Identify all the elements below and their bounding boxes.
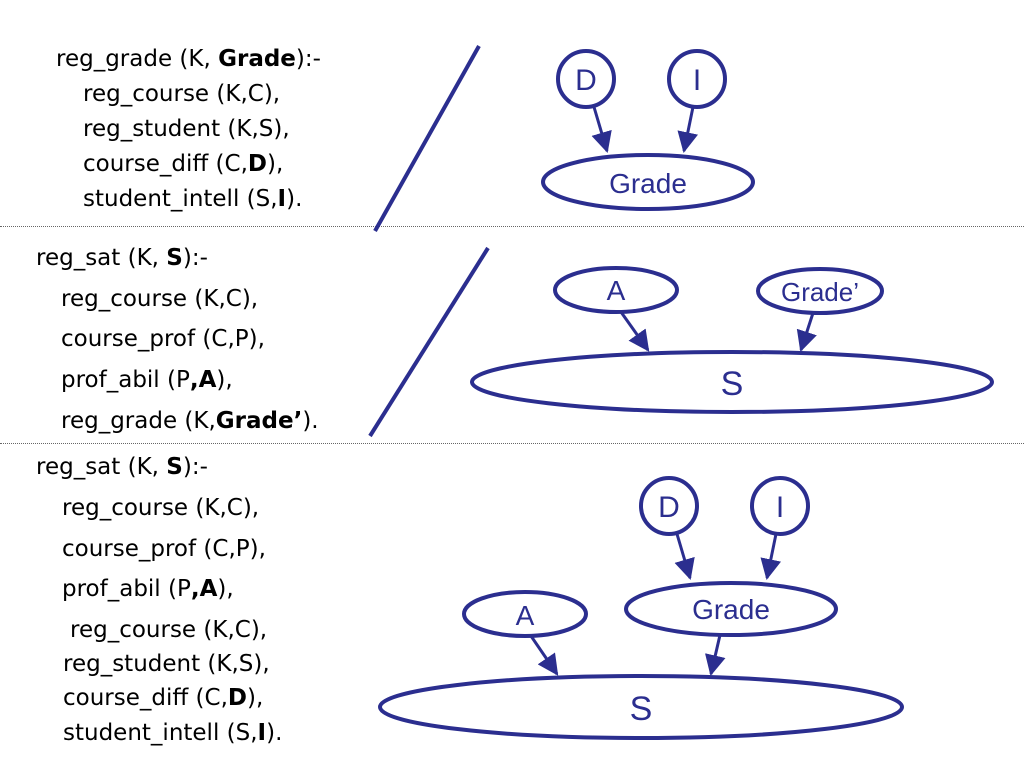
node-i-label: I [693,64,701,97]
clause-line: reg_student (K,S), [83,116,290,142]
node-s [470,350,994,414]
node-a [553,266,679,314]
clause-line: reg_course (K,C), [83,81,281,107]
diagram-panel-1: D I Grade [541,49,755,211]
node-grade-prime-label: Grade’ [781,277,859,307]
clause-line: prof_abil (P,A), [61,367,233,393]
bold-variable: S [166,245,183,271]
clause-line: course_diff (C,D), [63,685,264,711]
clause-line: prof_abil (P,A), [62,576,234,602]
clause-line: reg_grade (K, Grade):- [56,46,321,72]
bold-variable: D [247,151,267,177]
node-d-label: D [575,64,597,97]
bold-variable: ,A [189,367,217,393]
bold-variable: Grade’ [215,408,303,434]
node-grade-prime [756,267,884,315]
node-grade [624,581,838,637]
node-grade-label: Grade [692,594,770,625]
edge-grade-s [705,634,726,677]
bold-variable: I [257,720,267,746]
clause-line: reg_course (K,C), [62,495,260,521]
clause-line: course_prof (C,P), [61,326,265,352]
edge-d-grade [591,106,612,154]
slash-1 [373,45,481,232]
edge-d-grade [674,533,695,581]
edge-a-s [529,635,559,676]
node-i-label: I [776,491,784,524]
edge-gradeprime-s [796,312,817,352]
bold-variable: I [277,186,287,212]
clause-line: reg_grade (K,Grade’). [61,408,319,434]
node-d [556,49,616,109]
node-s [378,674,904,740]
clause-line: reg_student (K,S), [63,651,270,677]
clause-line: course_prof (C,P), [62,536,266,562]
separator-1 [0,226,1024,227]
node-grade [541,153,755,211]
node-d-label: D [658,491,680,524]
node-a-label: A [516,600,535,631]
bold-variable: Grade [218,46,296,72]
separator-2 [0,443,1024,444]
bold-variable: D [227,685,247,711]
node-a [462,590,588,638]
edge-i-grade [677,106,699,154]
node-i [667,49,727,109]
edge-a-s [619,311,650,352]
diagram-panel-2: A Grade’ S [470,266,994,414]
diagram-panel-3: D I Grade A S [378,476,904,740]
node-grade-label: Grade [609,168,687,199]
clause-line: course_diff (C,D), [83,151,284,177]
node-i [750,476,810,536]
clause-line: reg_course (K,C), [61,286,259,312]
node-s-label: S [630,690,653,728]
clause-line: reg_sat (K, S):- [36,245,208,271]
node-s-label: S [721,365,744,403]
bold-variable: ,A [190,576,218,602]
node-d [639,476,699,536]
clause-line: student_intell (S,I). [83,186,303,212]
slash-2 [368,246,490,438]
clause-line: reg_course (K,C), [70,617,268,643]
edge-i-grade [760,533,782,581]
clause-line: student_intell (S,I). [63,720,283,746]
clause-line: reg_sat (K, S):- [36,454,208,480]
bold-variable: S [166,454,183,480]
node-a-label: A [607,275,626,306]
